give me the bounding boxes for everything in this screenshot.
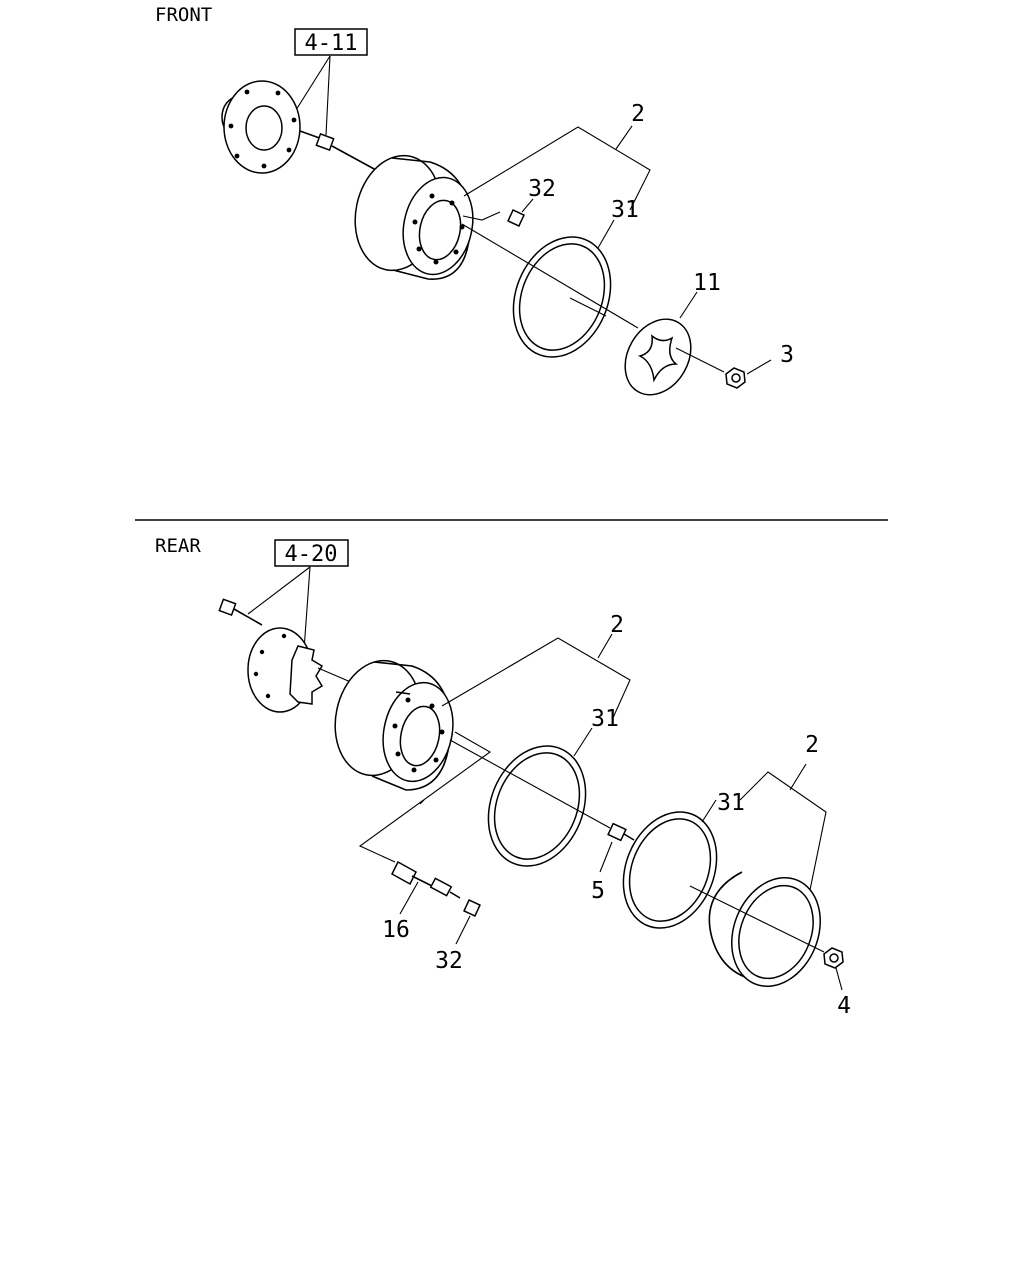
rear-callout-valve-extension: 16 [382, 917, 410, 943]
rear-inner-ring: 31 [487, 706, 619, 867]
front-axis-line-c [569, 297, 607, 317]
front-valve-cap: 32 [462, 176, 556, 227]
front-ref-leader-b [325, 55, 331, 136]
front-ref-leader-a [295, 55, 331, 111]
front-rim-ring: 31 [512, 197, 639, 358]
rear-callout-outer-ring: 31 [717, 790, 745, 816]
front-callout-wheel: 2 [631, 101, 645, 127]
front-title: FRONT [155, 4, 212, 26]
rear-valve-extension: 16 [382, 860, 461, 943]
rear-stud-bolt [218, 598, 263, 626]
front-axis-line [461, 223, 639, 329]
front-callout-nut: 3 [780, 342, 794, 368]
rear-callout-outer-wheel: 2 [805, 732, 819, 758]
rear-callout-inner-nut: 5 [591, 878, 605, 904]
front-nut: 3 [725, 342, 794, 389]
rear-callout-outer-nut: 4 [837, 993, 851, 1019]
front-callout-rim-ring: 31 [611, 197, 639, 223]
rear-callout-valve-cap: 32 [435, 948, 463, 974]
front-cover: 11 [624, 270, 721, 396]
front-reference-box[interactable]: 4-11 [294, 28, 368, 56]
rear-reference-label: 4-20 [285, 542, 338, 567]
front-reference-label: 4-11 [305, 31, 358, 56]
rear-valve-cap: 32 [435, 899, 481, 974]
rear-callout-inner-wheel: 2 [610, 612, 624, 638]
front-stud-bolt [299, 130, 377, 171]
rear-inner-wheel-bracket: 2 [441, 612, 631, 721]
rear-outer-wheel-bracket: 2 [739, 732, 827, 891]
rear-valve-bracket [358, 731, 492, 863]
front-wheel [354, 154, 474, 280]
rear-hub [247, 627, 361, 713]
rear-section: REAR 4-20 [155, 535, 851, 1019]
rear-title: REAR [155, 535, 201, 557]
front-hub [221, 80, 301, 174]
rear-outer-wheel [708, 871, 821, 988]
front-wheel-bracket: 2 [463, 101, 651, 211]
rear-outer-nut: 4 [823, 947, 851, 1019]
rear-reference-box[interactable]: 4-20 [274, 539, 349, 567]
rear-callout-inner-ring: 31 [591, 706, 619, 732]
front-callout-valve-cap: 32 [528, 176, 556, 202]
rear-axis-line [449, 739, 611, 829]
front-section: FRONT 4-11 [155, 4, 794, 396]
rear-inner-nut: 5 [591, 822, 635, 904]
rear-inner-wheel [334, 659, 454, 791]
front-axis-line-b [675, 347, 725, 373]
rear-outer-ring: 31 [622, 790, 745, 929]
rear-axis-line-b [689, 885, 825, 953]
rear-ref-leader-a [247, 566, 311, 615]
front-callout-cover: 11 [693, 270, 721, 296]
rear-ref-leader-b [303, 566, 311, 651]
